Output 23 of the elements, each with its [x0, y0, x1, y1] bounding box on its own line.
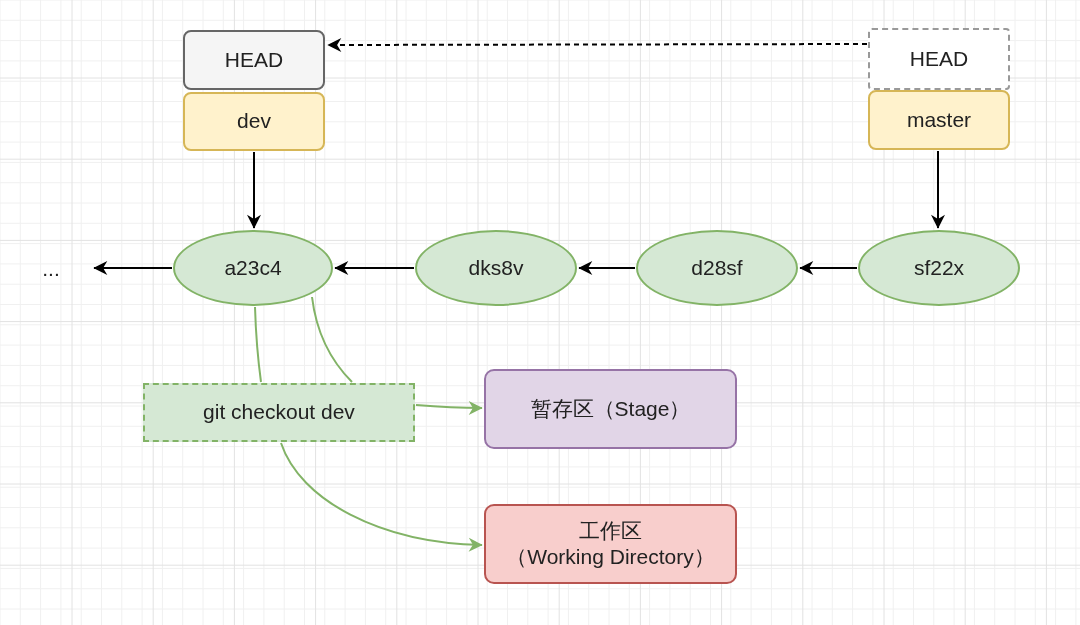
arrow — [247, 151, 261, 229]
commit-ellipse: dks8v — [415, 230, 577, 306]
dashed-arrow — [327, 38, 868, 52]
connector-line — [254, 306, 262, 383]
arrow — [280, 442, 483, 552]
area-box: 暂存区（Stage） — [484, 369, 737, 449]
arrow — [415, 400, 483, 415]
arrow — [93, 261, 173, 275]
arrow — [578, 261, 636, 275]
arrow — [799, 261, 858, 275]
pointer-box: HEAD — [183, 30, 325, 90]
arrow — [334, 261, 415, 275]
branch-box: master — [868, 90, 1010, 150]
branch-box: dev — [183, 92, 325, 151]
ellipsis-text: ... — [36, 256, 66, 282]
arrow — [931, 150, 945, 229]
command-box: git checkout dev — [143, 383, 415, 442]
area-box: 工作区（Working Directory） — [484, 504, 737, 584]
pointer-box: HEAD — [868, 28, 1010, 90]
commit-ellipse: a23c4 — [173, 230, 333, 306]
connector-line — [311, 296, 353, 383]
commit-ellipse: sf22x — [858, 230, 1020, 306]
commit-ellipse: d28sf — [636, 230, 798, 306]
